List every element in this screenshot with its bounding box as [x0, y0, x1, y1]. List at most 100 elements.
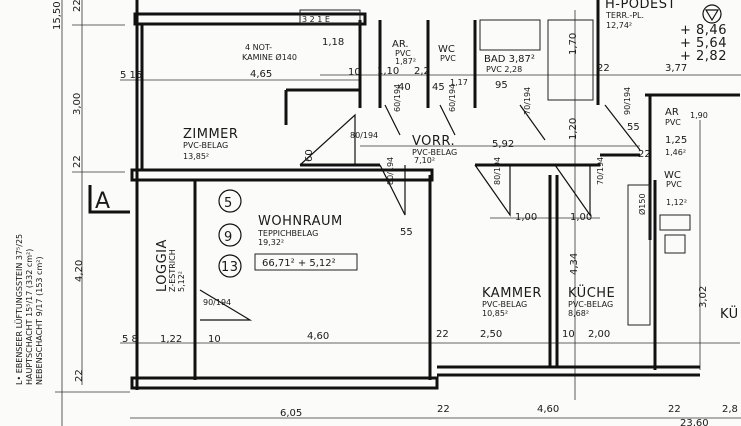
plan-label: TERR.-PL.	[605, 11, 644, 20]
plan-label: 95	[495, 80, 508, 91]
plan-label: 7,10²	[414, 156, 435, 165]
plan-label: + 5,64	[680, 36, 727, 51]
plan-label: Z-ESTRICH	[168, 249, 177, 292]
plan-label: KAMINE Ø140	[242, 52, 297, 62]
plan-label: 22	[72, 155, 83, 168]
plan-label: 22	[597, 63, 610, 74]
plan-label: 3 2 1 E	[302, 15, 330, 24]
plan-label: KÜCHE	[568, 284, 615, 301]
plan-label: HAUPTSCHACHT 15⁵/17 (332 cm²)	[25, 249, 34, 385]
plan-label: 80/194	[350, 131, 378, 140]
plan-label: 10	[562, 329, 575, 340]
plan-label: 3,00	[72, 93, 83, 115]
plan-label: 5	[224, 196, 233, 211]
room-podest: H-PODEST TERR.-PL. 12,74²	[605, 0, 676, 30]
plan-label: 1,20	[568, 118, 579, 140]
plan-label: PVC-BELAG	[568, 300, 613, 309]
plan-label: 4,34	[569, 253, 580, 275]
plan-label: TEPPICHBELAG	[257, 229, 318, 238]
plan-label: 2,00	[588, 329, 610, 340]
room-wc-2: WC PVC 1,12²	[664, 170, 687, 207]
plan-label: 1,25	[665, 135, 687, 146]
plan-label: PVC	[665, 118, 681, 127]
walls	[130, 0, 740, 390]
total-area: 66,71² + 5,12²	[262, 258, 336, 269]
room-kueche: KÜCHE PVC-BELAG 8,68²	[568, 284, 615, 318]
plan-label: 6,05	[280, 408, 302, 419]
plan-label: 55	[400, 227, 413, 238]
plan-label: AR	[665, 107, 679, 118]
plan-label: 4,60	[537, 404, 559, 415]
plan-label: 10	[208, 334, 221, 345]
plan-label: 13	[221, 260, 239, 275]
plan-label: 10,85²	[482, 309, 508, 318]
plan-label: 60/194	[448, 84, 457, 112]
plan-label: PVC	[666, 180, 682, 189]
plan-label: 2,50	[480, 329, 502, 340]
plan-label: 90/194	[623, 87, 632, 115]
plan-label: 90/194	[203, 298, 231, 307]
plan-label: 45	[432, 82, 445, 93]
room-abstellraum-2: AR PVC 1,46²	[665, 107, 686, 157]
plan-label: PVC 2,28	[486, 65, 522, 74]
plan-label: 19,32²	[258, 238, 284, 247]
plan-label: 9	[224, 230, 233, 245]
plan-label: PVC-BELAG	[412, 148, 457, 157]
plan-label: 3,77	[665, 63, 687, 74]
room-kammer: KAMMER PVC-BELAG 10,85²	[482, 286, 542, 318]
ventilation-legend: L• EBENSEER LÜFTUNGSSTEIN 37⁵/25 HAUPTSC…	[14, 234, 44, 385]
plan-label: 3,02	[698, 286, 709, 308]
plan-label: 40	[398, 82, 411, 93]
apartment-number-circles: 5 9 13	[218, 189, 242, 278]
plan-label: 60	[304, 149, 315, 162]
room-wohnraum: WOHNRAUM TEPPICHBELAG 19,32² 66,71² + 5,…	[257, 214, 343, 269]
plan-label: NEBENSCHACHT 9/17 (153 cm²)	[35, 256, 44, 385]
plan-label: WC	[664, 170, 681, 181]
plan-label: 1,18	[322, 37, 344, 48]
plan-label: 22	[72, 0, 83, 12]
plan-label: 1,70	[568, 33, 579, 55]
plan-label: 5 15	[120, 70, 142, 81]
plan-label: 22	[638, 149, 651, 160]
plan-label: 60/194	[393, 84, 402, 112]
room-abstellraum-1: AR. PVC 1,87²	[392, 39, 416, 66]
plan-label: 15,50	[52, 1, 63, 30]
plan-label: 1,46²	[665, 148, 686, 157]
plan-label: 1,17	[450, 78, 468, 87]
plan-label: H-PODEST	[605, 0, 676, 12]
plan-label: 4 NOT-	[245, 43, 272, 52]
plan-label: 4,65	[250, 69, 272, 80]
plan-label: 4,20	[74, 260, 85, 282]
plan-label: PVC-BELAG	[482, 300, 527, 309]
plan-label: 1,00	[515, 212, 537, 223]
plan-label: PVC-BELAG	[183, 141, 228, 150]
plan-label: 8,68²	[568, 309, 589, 318]
plan-label: 1,00	[570, 212, 592, 223]
plan-label: 1,87²	[395, 57, 416, 66]
level-markers: + 8,46 + 5,64 + 2,82	[680, 23, 727, 64]
plan-label: 1,12²	[666, 198, 687, 207]
plan-label: 12,74²	[606, 21, 632, 30]
plan-label: KAMMER	[482, 286, 542, 301]
plan-label: LOGGIA	[155, 239, 170, 292]
plan-label: 22	[668, 404, 681, 415]
room-loggia: LOGGIA Z-ESTRICH 5,12²	[155, 239, 186, 292]
section-marker: A	[88, 185, 130, 214]
plan-label: 1,10	[377, 66, 399, 77]
room-kueche-2: KÜ	[720, 305, 739, 322]
plan-label: 80/194	[386, 157, 395, 185]
plan-label: 80/194	[493, 157, 502, 185]
plan-label: 5,12²	[177, 271, 186, 292]
plan-label: BAD 3,87²	[484, 54, 535, 65]
room-vorraum: VORR. PVC-BELAG 7,10²	[412, 134, 457, 165]
plan-label: A	[95, 189, 111, 214]
plan-label: WOHNRAUM	[258, 214, 343, 229]
plan-label: ZIMMER	[183, 127, 238, 142]
plan-label: 22	[436, 329, 449, 340]
room-zimmer: ZIMMER PVC-BELAG 13,85²	[183, 127, 238, 161]
plan-label: 22	[74, 369, 85, 382]
plan-label: 13,85²	[183, 152, 209, 161]
plan-label: Ø150	[637, 193, 647, 215]
room-bad: BAD 3,87² PVC 2,28	[484, 54, 535, 74]
